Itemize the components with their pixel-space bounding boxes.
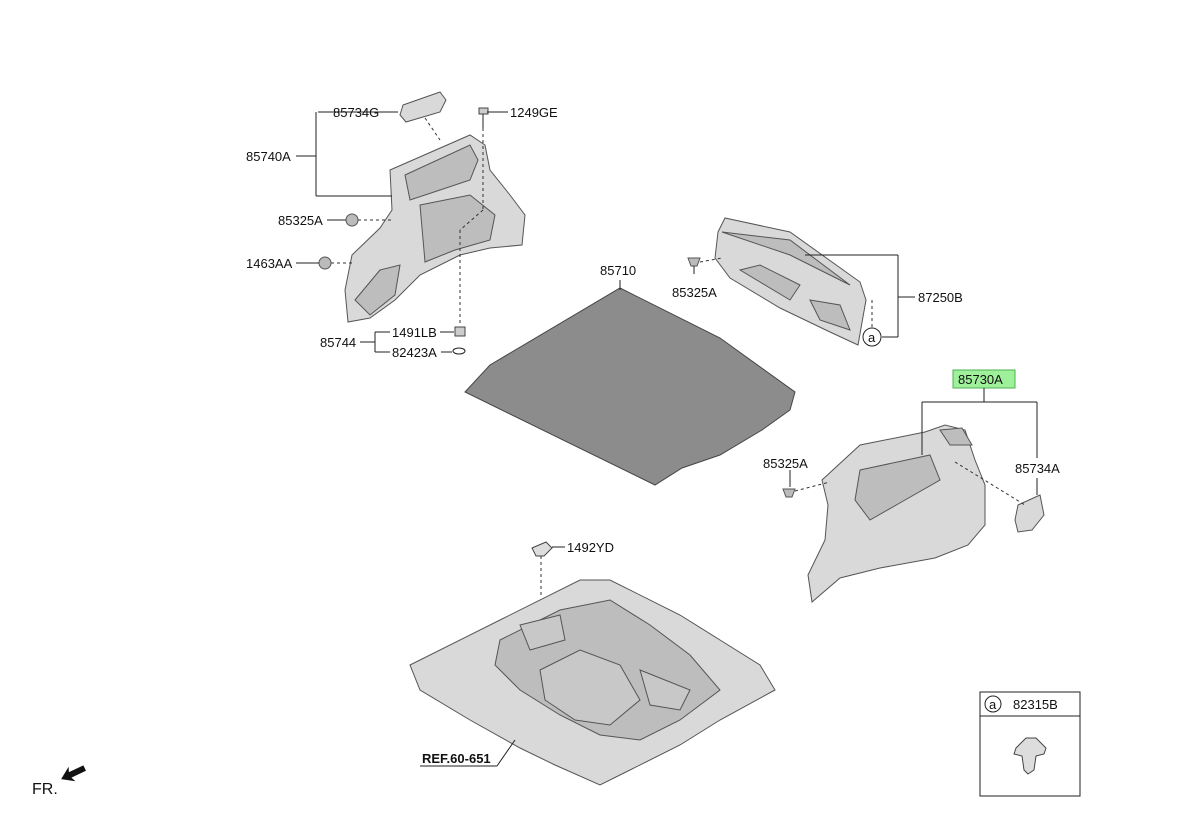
legend-box xyxy=(979,691,1081,797)
87250B-transverse-trim-part[interactable] xyxy=(714,217,867,346)
85325A-clip-center-part[interactable] xyxy=(687,257,701,274)
label-1463AA: 1463AA xyxy=(246,256,293,271)
front-arrow-icon xyxy=(61,765,86,782)
label-85325A-right: 85325A xyxy=(763,456,808,471)
label-1492YD: 1492YD xyxy=(567,540,614,555)
left-side-trim-part[interactable] xyxy=(344,134,526,323)
label-85744: 85744 xyxy=(320,335,356,350)
legend-part-82315B: 82315B xyxy=(1013,697,1058,712)
85734G-cover-part[interactable] xyxy=(399,91,447,123)
label-85325A-left: 85325A xyxy=(278,213,323,228)
1492YD-plug-part[interactable] xyxy=(531,541,553,557)
label-82423A: 82423A xyxy=(392,345,437,360)
floor-panel-ref-part[interactable] xyxy=(409,579,776,786)
85325A-clip-right-part[interactable] xyxy=(782,488,796,498)
label-85730A: 85730A xyxy=(958,372,1003,387)
label-85710: 85710 xyxy=(600,263,636,278)
label-85740A: 85740A xyxy=(246,149,291,164)
circle-a-marker xyxy=(862,327,882,347)
label-85734G: 85734G xyxy=(333,105,379,120)
1249GE-screw-part[interactable] xyxy=(478,107,489,128)
1491LB-bolt-part[interactable] xyxy=(454,326,466,337)
85734A-cover-part[interactable] xyxy=(1014,494,1045,533)
label-fr: FR. xyxy=(32,781,58,798)
label-1491LB: 1491LB xyxy=(392,325,437,340)
label-85325A-center: 85325A xyxy=(672,285,717,300)
85710-luggage-mat-part[interactable] xyxy=(464,287,796,486)
label-87250B: 87250B xyxy=(918,290,963,305)
label-1249GE: 1249GE xyxy=(510,105,558,120)
82315B-clip-part[interactable] xyxy=(1013,737,1047,775)
legend-marker-a: a xyxy=(989,697,997,712)
label-ref-60-651: REF.60-651 xyxy=(422,751,491,766)
circle-a-label: a xyxy=(868,330,876,345)
1463AA-fastener-part[interactable] xyxy=(318,256,332,270)
85325A-clip-left-part[interactable] xyxy=(345,213,359,227)
82423A-washer-part[interactable] xyxy=(452,347,466,355)
label-85734A: 85734A xyxy=(1015,461,1060,476)
85730A-right-side-trim-part[interactable] xyxy=(807,424,986,603)
